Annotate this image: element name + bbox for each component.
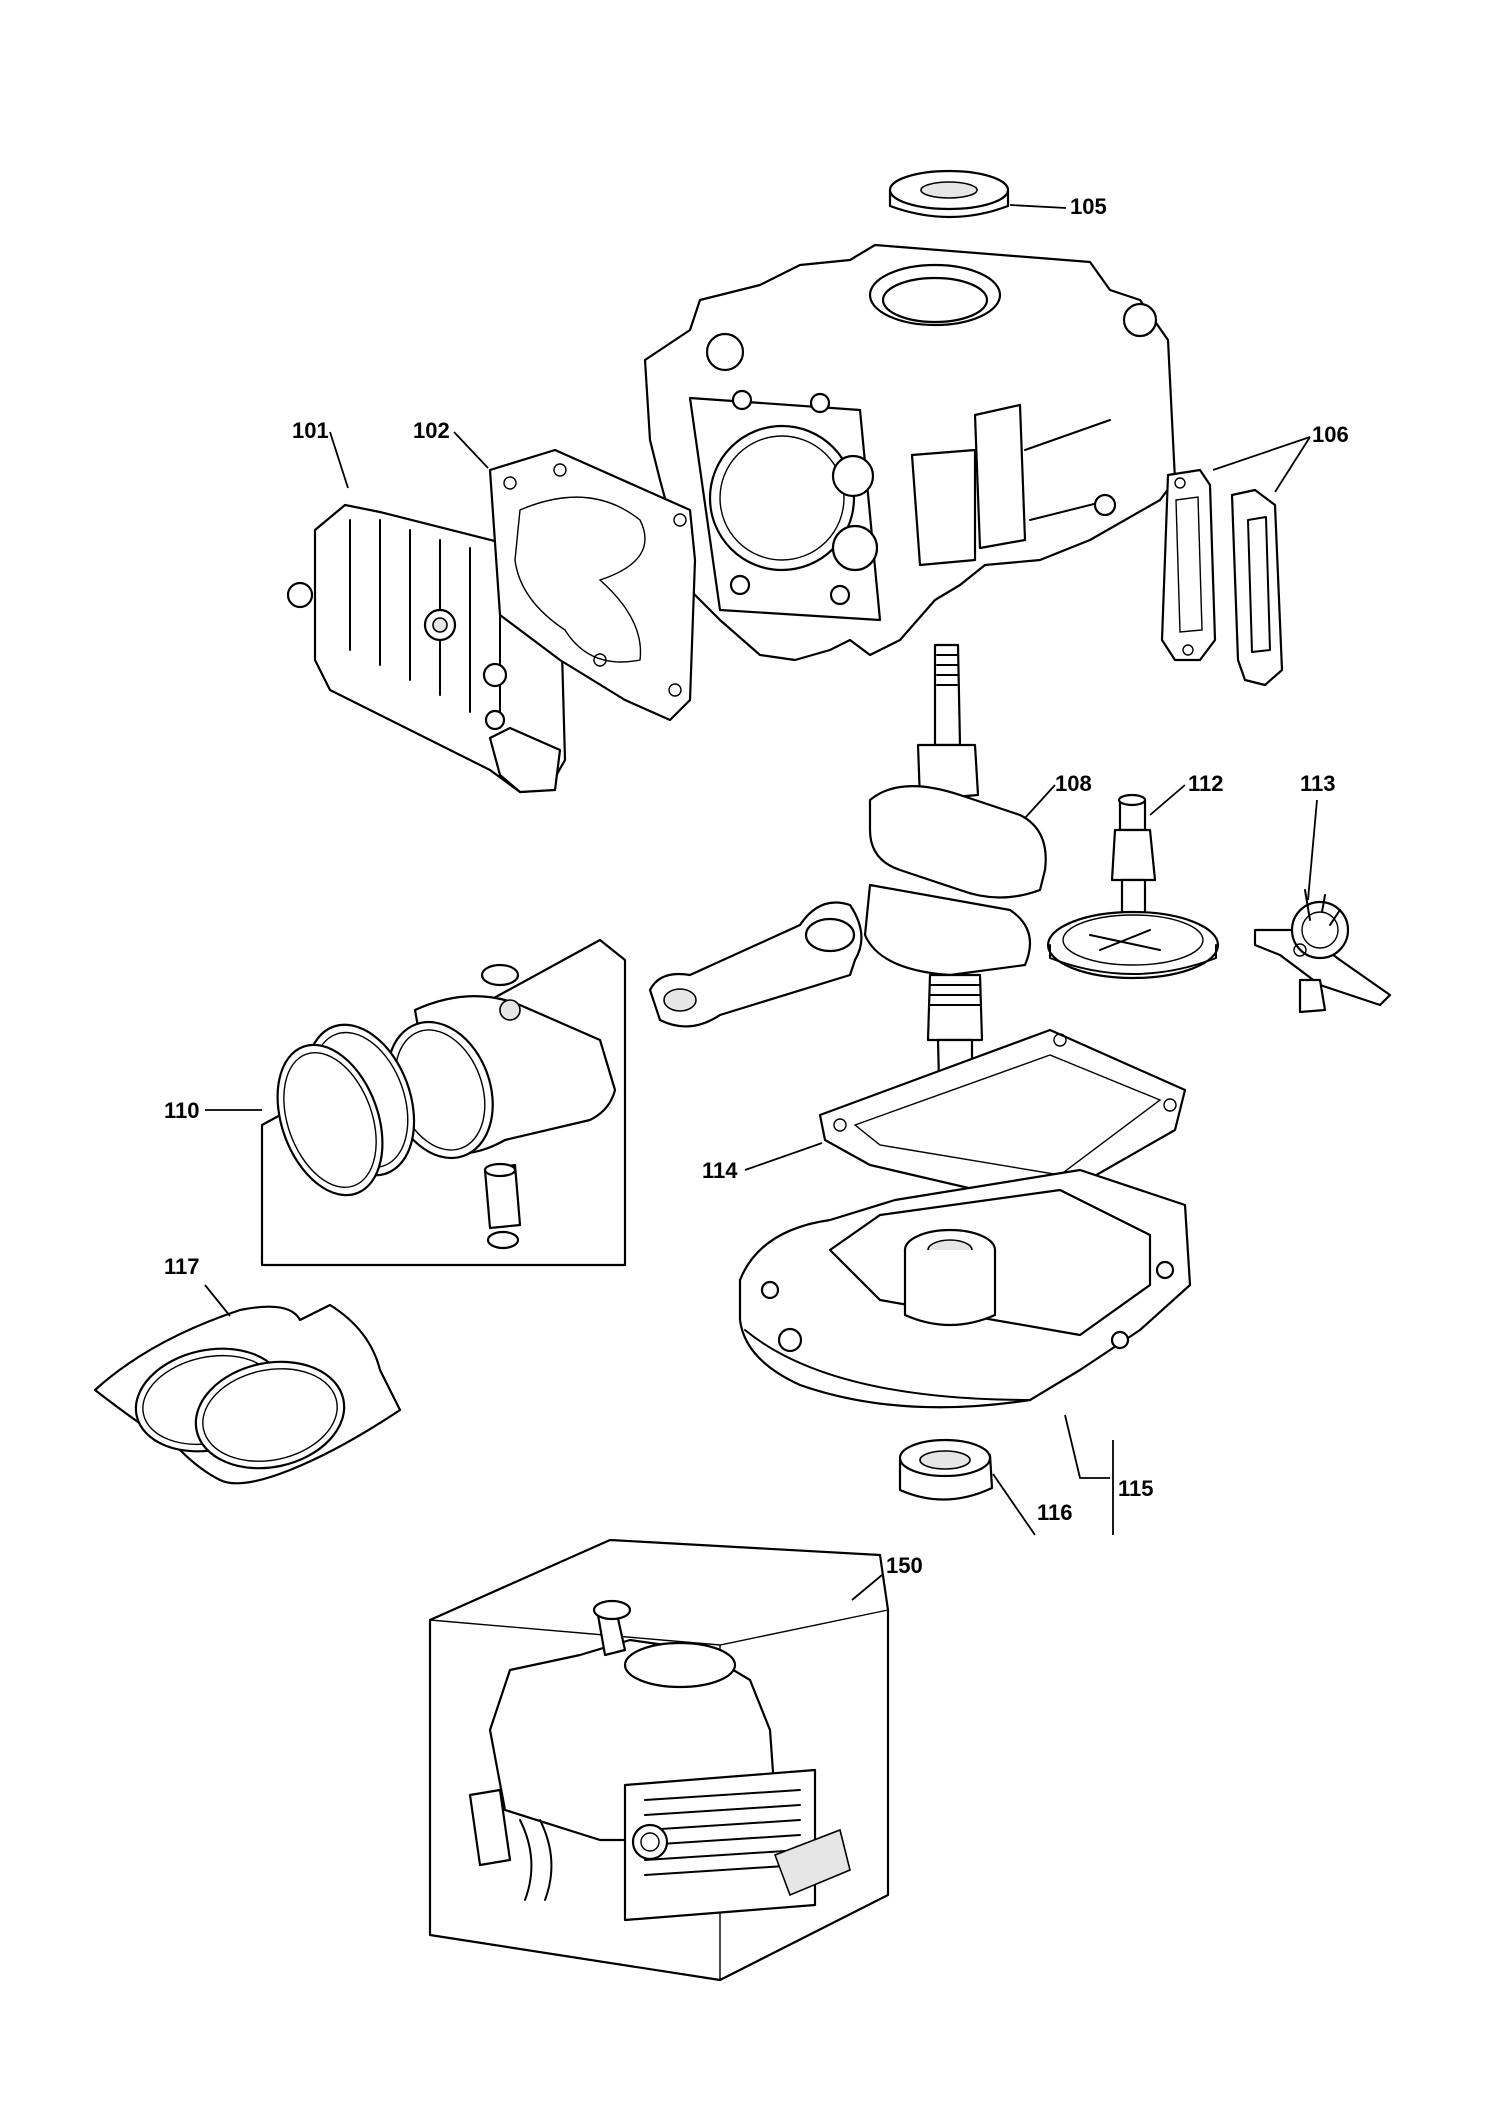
part-connecting-rod [648, 901, 863, 1028]
part-112-camshaft [1046, 793, 1220, 980]
part-115-sump [738, 1168, 1192, 1409]
part-114-gasket [818, 1028, 1187, 1202]
part-label-105: 105 [1070, 194, 1107, 219]
part-102-head-gasket [488, 448, 697, 722]
part-105-oil-seal [888, 169, 1010, 219]
part-label-117: 117 [164, 1254, 200, 1279]
part-117-ring-set [93, 1303, 402, 1485]
part-110-piston-kit [260, 938, 627, 1267]
part-label-101: 101 [292, 418, 329, 443]
part-label-110: 110 [164, 1098, 200, 1123]
part-label-106: 106 [1312, 422, 1349, 447]
part-150-engine-box [428, 1538, 890, 1982]
part-label-102: 102 [413, 418, 450, 443]
part-106-gaskets [1160, 468, 1284, 687]
part-label-108: 108 [1055, 771, 1092, 796]
part-label-113: 113 [1300, 771, 1336, 796]
part-116-oil-seal [898, 1438, 994, 1501]
part-label-114: 114 [702, 1158, 738, 1183]
part-label-112: 112 [1188, 771, 1224, 796]
part-label-115: 115 [1118, 1476, 1154, 1501]
part-label-150: 150 [886, 1553, 923, 1578]
engine-block [643, 243, 1177, 662]
leader-lines [204, 204, 1318, 1601]
part-label-116: 116 [1037, 1500, 1073, 1525]
part-113-governor [1253, 889, 1392, 1014]
